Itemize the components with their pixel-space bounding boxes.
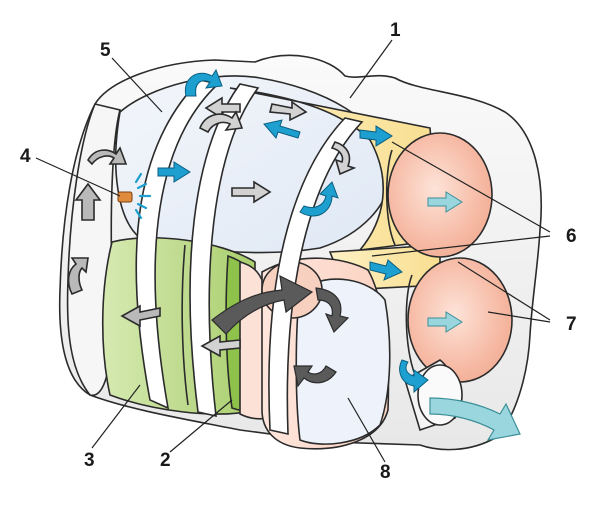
callout-8: 8 xyxy=(380,462,391,483)
flow-arrow-grey xyxy=(268,100,308,122)
flow-arrow-grey xyxy=(198,110,244,134)
leader-line-6a xyxy=(391,141,551,233)
leader-line-2 xyxy=(169,399,233,453)
front-cylinder-face xyxy=(295,278,391,445)
flow-arrow-grey xyxy=(204,96,241,120)
flow-arrow-blue xyxy=(299,181,339,217)
callout-4: 4 xyxy=(20,146,31,167)
leader-line-7a xyxy=(457,261,551,321)
flow-arrow-blue xyxy=(359,125,393,147)
flow-arrow-grey xyxy=(200,334,241,358)
flow-arrow-grey xyxy=(330,141,357,176)
callout-7: 7 xyxy=(566,314,577,335)
strap-right xyxy=(268,117,364,436)
flow-arrow-teal xyxy=(427,311,463,333)
spray-nozzle-icon xyxy=(117,172,152,220)
outlet-arrow-teal xyxy=(429,397,521,441)
leader-line-4 xyxy=(35,157,121,197)
leader-line-6b xyxy=(371,235,551,257)
green-filter-seam xyxy=(181,244,189,406)
flow-arrow-grey xyxy=(74,182,102,221)
flow-arrow-blue xyxy=(184,68,223,97)
flow-arrow-grey xyxy=(231,180,272,204)
leader-line-3 xyxy=(91,384,141,449)
outlet-arrow-teal xyxy=(399,359,429,394)
leader-line-8 xyxy=(347,397,386,463)
callout-2: 2 xyxy=(160,450,171,471)
lower-cell-rim xyxy=(405,274,416,376)
lower-cell xyxy=(407,257,513,383)
leader-line-7b xyxy=(487,311,551,323)
callout-3: 3 xyxy=(84,450,95,471)
flow-arrow-dark xyxy=(293,365,337,388)
flow-arrow-grey xyxy=(120,304,161,328)
leader-line-5 xyxy=(111,57,163,113)
strap-left xyxy=(135,79,220,410)
callout-1: 1 xyxy=(390,20,401,41)
strap-middle xyxy=(189,83,260,418)
flow-arrow-dark xyxy=(315,287,350,334)
callout-5: 5 xyxy=(100,40,111,61)
callout-6: 6 xyxy=(566,226,577,247)
flow-arrow-teal xyxy=(427,191,463,213)
flow-arrow-grey xyxy=(86,146,128,166)
flow-arrow-dark xyxy=(211,274,314,335)
flow-arrow-blue xyxy=(157,161,191,183)
flow-arrow-grey xyxy=(67,257,89,296)
flow-arrow-blue xyxy=(369,259,403,281)
flow-arrow-blue xyxy=(263,119,301,139)
upper-cell xyxy=(387,132,493,258)
upper-cell-rim xyxy=(385,149,396,246)
leader-line-1 xyxy=(349,39,393,99)
